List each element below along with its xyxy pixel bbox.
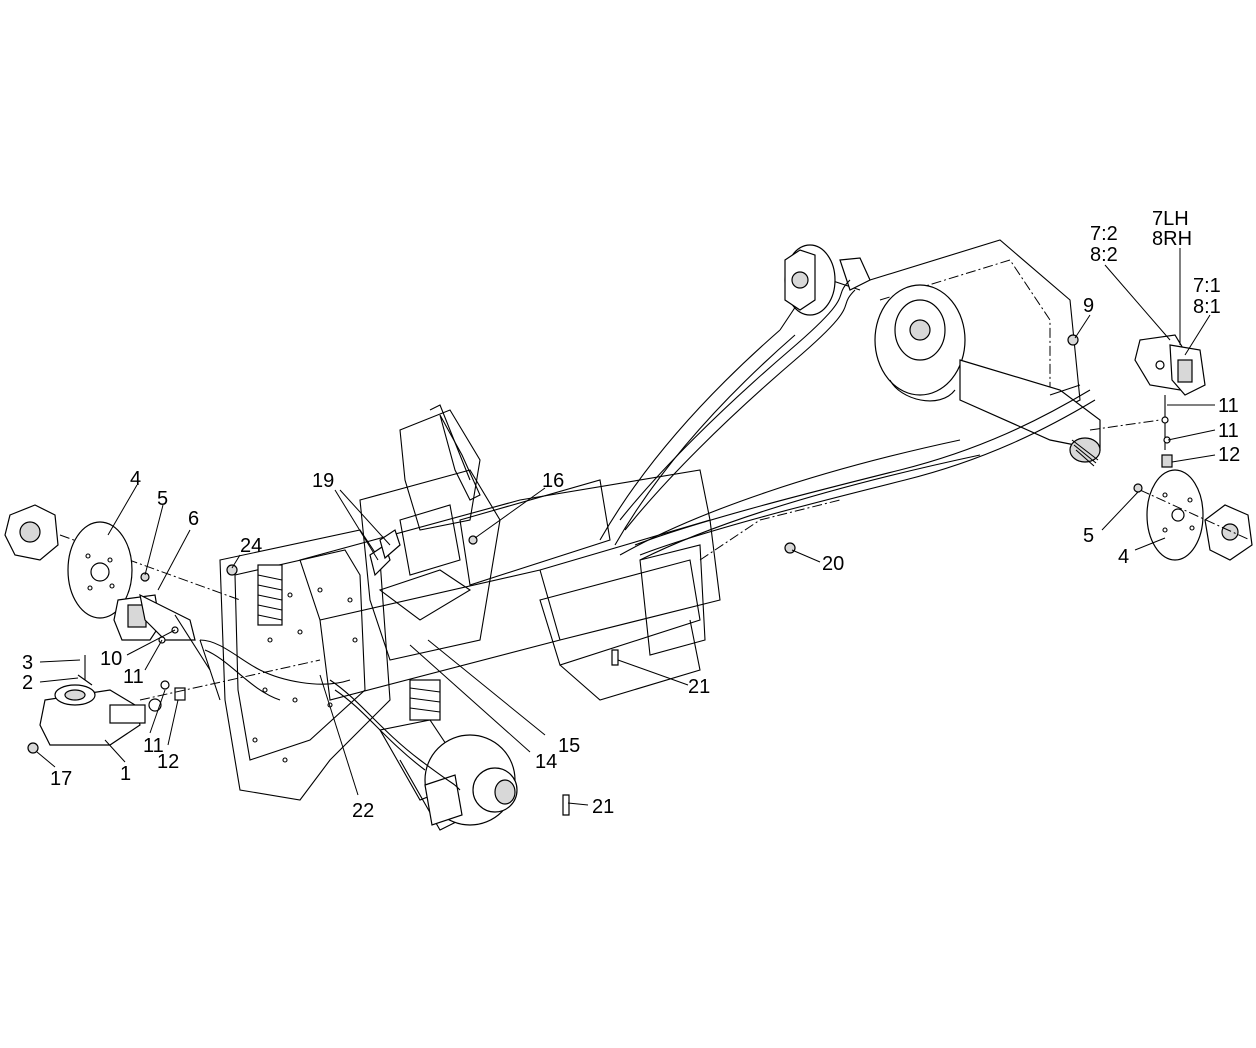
callout-7-1: 7:1 (1193, 275, 1221, 297)
left-hub-assembly (4, 504, 241, 701)
callout-24: 24 (240, 535, 262, 557)
callout-11-c: 11 (1218, 395, 1239, 417)
callout-11-d: 11 (1218, 420, 1239, 442)
shock-absorber-left (257, 564, 283, 626)
callout-2: 2 (22, 672, 33, 694)
callout-11-b: 11 (143, 735, 164, 757)
callout-9: 9 (1083, 295, 1094, 317)
callout-12-left: 12 (157, 751, 179, 773)
callout-8-1: 8:1 (1193, 296, 1221, 318)
callout-22: 22 (352, 800, 374, 822)
fastener-5-right (1133, 483, 1143, 493)
callout-11-a: 11 (123, 666, 144, 688)
nut-17 (27, 742, 39, 754)
callout-8RH: 8RH (1152, 228, 1192, 250)
left-caliper-bracket (139, 593, 196, 641)
callout-5-right: 5 (1083, 525, 1094, 547)
callout-12-right: 12 (1218, 444, 1240, 466)
callout-19: 19 (312, 470, 334, 492)
rear-right-hub-assembly (1139, 469, 1253, 561)
callout-4-right: 4 (1118, 546, 1129, 568)
callout-15: 15 (558, 735, 580, 757)
fastener-21-upper (611, 649, 619, 666)
callout-7LH: 7LH (1152, 208, 1189, 230)
vehicle-frame-drawing (4, 239, 1253, 831)
callout-21-upper: 21 (688, 676, 710, 698)
rear-upper-hub-assembly (784, 244, 871, 316)
callout-7-2: 7:2 (1090, 223, 1118, 245)
callout-8-2: 8:2 (1090, 244, 1118, 266)
rear-differential (874, 284, 1101, 467)
callout-1: 1 (120, 763, 131, 785)
callout-16: 16 (542, 470, 564, 492)
callout-4-left: 4 (130, 468, 141, 490)
fastener-20 (784, 542, 796, 554)
callout-17: 17 (50, 768, 72, 790)
fastener-24 (226, 564, 238, 576)
callout-14: 14 (535, 751, 557, 773)
callout-labels: 4 5 6 24 19 16 10 11 3 2 1 17 11 12 22 1… (22, 208, 1240, 822)
callout-5-left: 5 (157, 488, 168, 510)
fastener-21-lower (562, 794, 570, 816)
frame-holes (252, 587, 358, 763)
callout-3: 3 (22, 652, 33, 674)
master-cylinder-assembly (27, 655, 321, 754)
callout-21-lower: 21 (592, 796, 614, 818)
shock-absorber-center (409, 679, 441, 721)
rear-caliper-assembly (1134, 334, 1206, 468)
callout-10: 10 (100, 648, 122, 670)
callout-6: 6 (188, 508, 199, 530)
leader-lines (36, 248, 1216, 806)
callout-20: 20 (822, 553, 844, 575)
